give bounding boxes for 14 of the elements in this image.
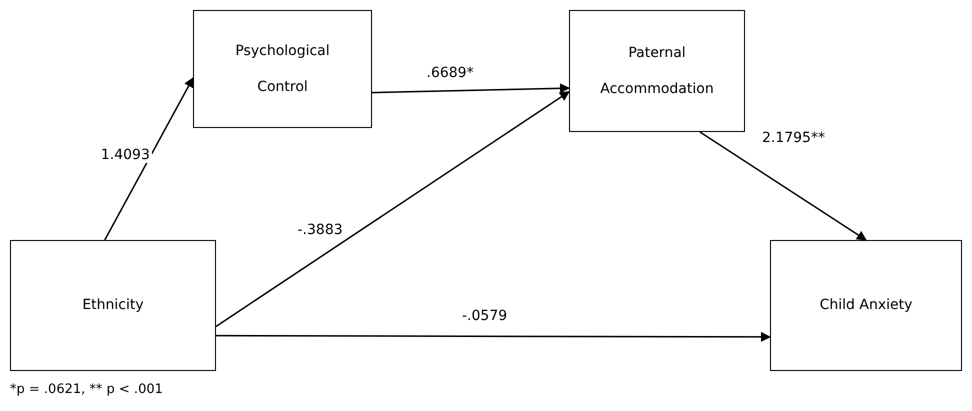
variable-name: Psychological Control <box>234 42 331 97</box>
variable-box <box>569 10 745 132</box>
arrow <box>216 332 771 342</box>
arrow <box>372 83 570 94</box>
variable-name: Child Anxiety <box>820 296 912 316</box>
variable-box <box>770 240 962 371</box>
arrow <box>104 77 194 240</box>
arrow <box>216 91 570 328</box>
arrow <box>700 131 867 241</box>
variable-name: Ethnicity <box>82 296 144 316</box>
variable-box <box>10 240 216 371</box>
variable-name: Paternal Accommodation <box>599 44 715 99</box>
variable-box <box>193 10 372 128</box>
footnote: *p = .0621, ** p < .001 <box>8 382 165 397</box>
